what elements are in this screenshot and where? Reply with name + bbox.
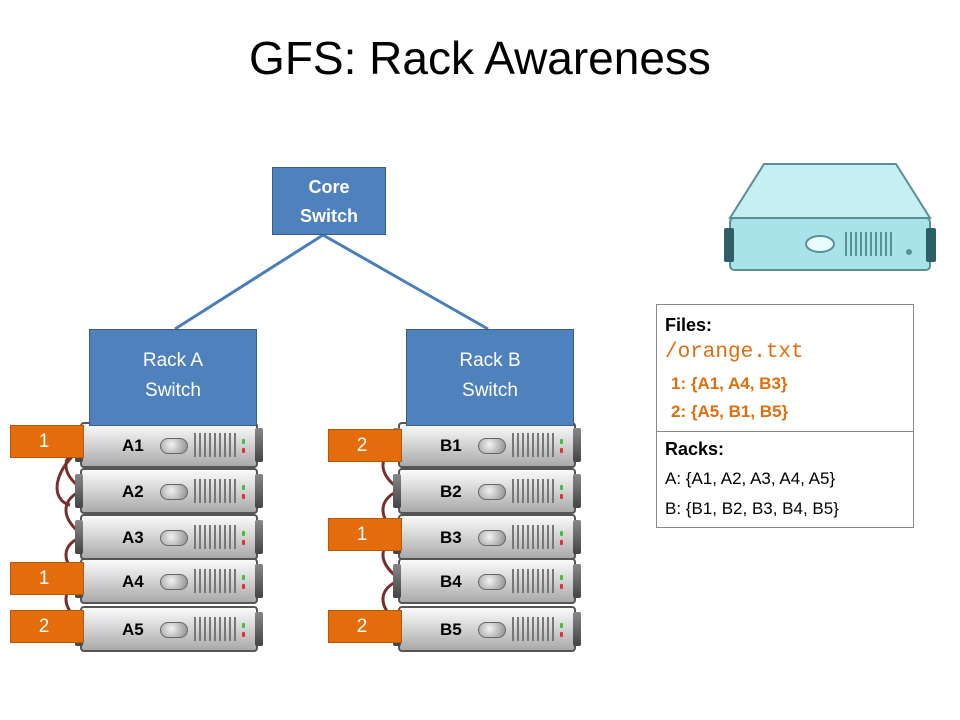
block-location-1: 1: {A1, A4, B3}	[671, 374, 788, 393]
file-name: /orange.txt	[665, 341, 804, 364]
core-switch: Core Switch	[272, 167, 386, 235]
server-label: A3	[122, 528, 144, 547]
racks-heading: Racks:	[665, 439, 725, 459]
core-to-rack-a-link	[174, 233, 324, 331]
rack-a-switch-line2: Switch	[145, 380, 201, 401]
server-label: A4	[122, 572, 144, 591]
block-tag-b1: 2	[328, 429, 402, 462]
rack-a-switch: Rack A Switch	[89, 329, 257, 426]
server-b3: B3	[393, 514, 581, 560]
rack-a-members: A: {A1, A2, A3, A4, A5}	[665, 469, 836, 488]
rack-b-switch-line2: Switch	[462, 380, 518, 401]
server-icon	[724, 163, 936, 271]
server-label: A1	[122, 436, 144, 455]
server-label: A2	[122, 482, 144, 501]
page-title: GFS: Rack Awareness	[249, 32, 711, 84]
server-label: B1	[440, 436, 462, 455]
files-heading: Files:	[665, 315, 713, 335]
server-label: B5	[440, 620, 462, 639]
files-section: Files: /orange.txt 1: {A1, A4, B3} 2: {A…	[657, 305, 913, 432]
block-tag-b3: 1	[328, 518, 402, 551]
rack-b-members: B: {B1, B2, B3, B4, B5}	[665, 499, 839, 518]
disk-icon	[478, 484, 506, 500]
server-label: A5	[122, 620, 144, 639]
disk-icon	[478, 438, 506, 454]
server-a1: A1	[75, 422, 263, 468]
disk-icon	[478, 530, 506, 546]
rack-b-switch: Rack B Switch	[406, 329, 574, 426]
disk-icon	[478, 622, 506, 638]
core-switch-line1: Core	[308, 177, 350, 197]
server-b2: B2	[393, 468, 581, 514]
server-label: B2	[440, 482, 462, 501]
block-tag-a1: 1	[10, 425, 84, 458]
disk-icon	[160, 622, 188, 638]
disk-icon	[478, 574, 506, 590]
block-tag-a4: 1	[10, 562, 84, 595]
server-b5: B5	[393, 606, 581, 652]
disk-icon	[160, 530, 188, 546]
server-label: B4	[440, 572, 462, 591]
metadata-panel: Files: /orange.txt 1: {A1, A4, B3} 2: {A…	[656, 304, 914, 528]
server-b1: B1	[393, 422, 581, 468]
rack-b-switch-line1: Rack B	[459, 350, 521, 371]
server-a2: A2	[75, 468, 263, 514]
server-b4: B4	[393, 558, 581, 604]
core-to-rack-b-link	[322, 233, 489, 331]
disk-icon	[160, 438, 188, 454]
block-tag-a5: 2	[10, 610, 84, 643]
block-tag-b5: 2	[328, 610, 402, 643]
server-a3: A3	[75, 514, 263, 560]
disk-icon	[160, 484, 188, 500]
block-location-2: 2: {A5, B1, B5}	[671, 402, 789, 421]
disk-icon	[160, 574, 188, 590]
rack-a-switch-line1: Rack A	[142, 350, 204, 371]
server-label: B3	[440, 528, 462, 547]
server-a4: A4	[75, 558, 263, 604]
core-switch-line2: Switch	[299, 206, 358, 226]
server-a5: A5	[75, 606, 263, 652]
